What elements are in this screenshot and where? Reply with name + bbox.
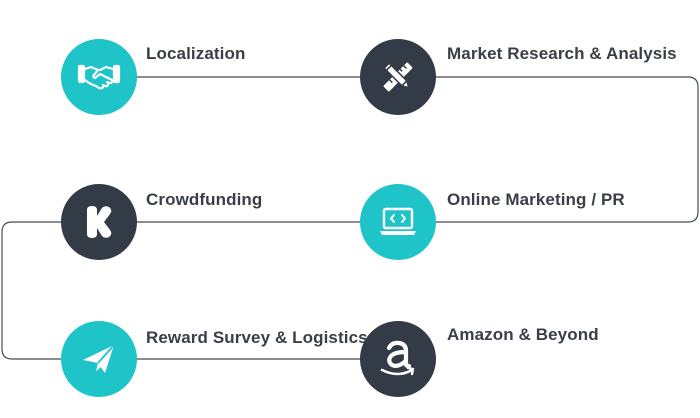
step-online-marketing-label: Online Marketing / PR (447, 190, 625, 209)
step-market-research-label: Market Research & Analysis (447, 44, 677, 63)
step-amazon-label: Amazon & Beyond (447, 325, 599, 344)
step-amazon-badge (360, 321, 436, 397)
step-reward-survey-badge (61, 321, 137, 397)
step-market-research-badge (360, 39, 436, 115)
step-localization-label: Localization (146, 44, 246, 63)
laptop-code-icon (380, 207, 416, 235)
step-reward-survey-label: Reward Survey & Logistics (146, 328, 368, 347)
handshake-icon (77, 64, 121, 90)
step-localization-badge (61, 39, 137, 115)
step-crowdfunding-badge (61, 184, 137, 260)
step-crowdfunding-label: Crowdfunding (146, 190, 263, 209)
amazon-icon (380, 340, 415, 376)
paper-plane-icon (83, 344, 115, 373)
step-online-marketing-badge (360, 184, 436, 260)
kickstarter-icon (87, 206, 112, 238)
pencil-ruler-icon (383, 62, 413, 92)
